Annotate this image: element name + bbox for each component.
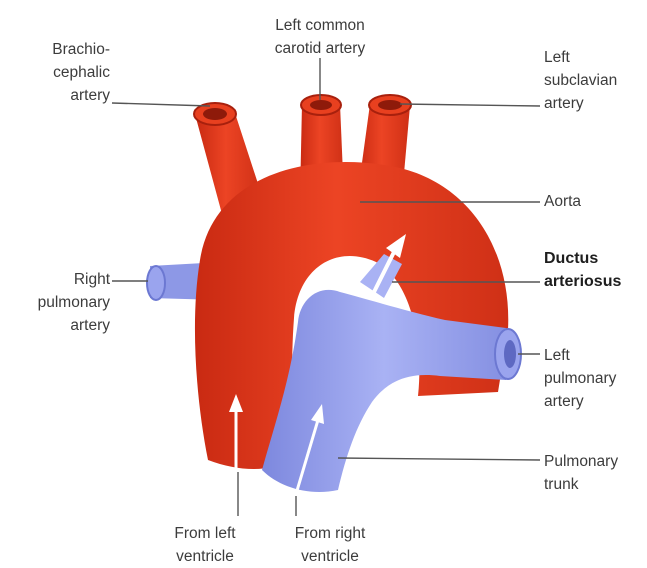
label-brachiocephalic-artery: Brachio- cephalic artery [52,38,110,107]
label-from-right-ventricle: From right ventricle [270,522,390,568]
label-ductus-arteriosus: Ductus arteriosus [544,247,621,293]
label-pulmonary-trunk: Pulmonary trunk [544,450,618,496]
leader-left-subclavian [400,104,540,106]
right-pulmonary-artery-opening [147,266,165,300]
label-right-pulmonary-artery: Right pulmonary artery [38,268,110,337]
label-left-pulmonary-artery: Left pulmonary artery [544,344,616,413]
label-left-subclavian-artery: Left subclavian artery [544,46,617,115]
label-left-common-carotid-artery: Left common carotid artery [240,14,400,60]
leader-brachiocephalic [112,103,210,106]
label-from-left-ventricle: From left ventricle [150,522,260,568]
leader-pulmonary-trunk [338,458,540,460]
label-aorta: Aorta [544,190,581,213]
